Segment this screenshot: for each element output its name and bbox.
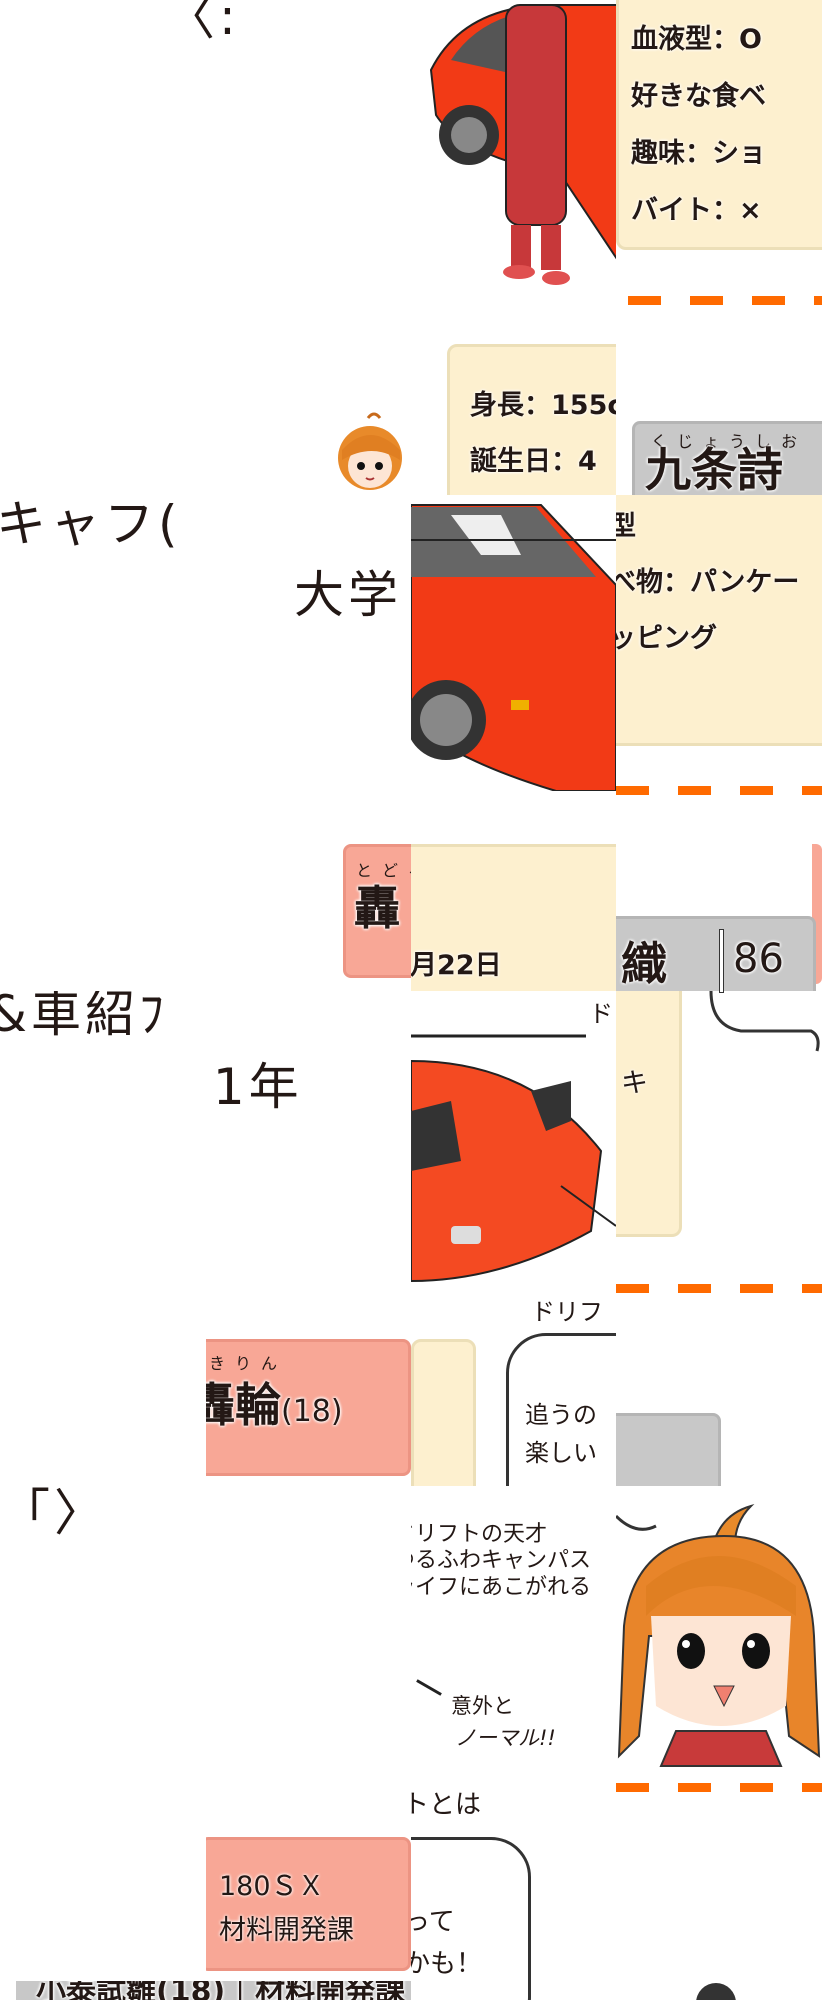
character-age: (18) [281,1394,343,1429]
profile-card: 血液型：O 好きな食ベ 趣味：ショ バイト：× [616,0,822,250]
bubble-line: って [411,1907,455,1937]
label-text: ド [589,1000,613,1028]
caption-short: 意外と ノーマル!! [451,1691,556,1754]
profile-card-fragment: 月22日 [411,844,616,1004]
name-box-edge [812,844,822,984]
character-name: 轟輪 [206,1378,281,1432]
drift-heading: ドリフ [531,1298,603,1326]
strip-text: 小泰試雛(18)｜材料開発課 [36,1981,406,2000]
caption-line: ノーマル!! [455,1725,556,1750]
dashed-divider [628,296,822,305]
furigana: くじょうしお [651,432,808,451]
caption-line: ドリフトの天才 [411,1522,548,1547]
car-with-character-illustration [429,4,616,285]
school-text: 大学 [294,566,402,624]
dashed-divider [616,1783,822,1792]
height-text: 身長：155cm [470,390,616,421]
profile-lines: 型 べ物：パンケー ッピング [616,499,799,667]
profile-line: 型 [616,511,636,542]
name-box: きりん 轟輪(18) [206,1339,411,1476]
caption-area: ドリフトの天才 ゆるふわキャンパス ライフにあこがれる 意外と ノーマル!! [411,1486,616,1786]
profile-line: べ物：パンケー [616,567,800,598]
hobby: 趣味：ショ [631,138,766,169]
chibi-character-icon [338,412,402,490]
furigana: きりん [209,1354,288,1373]
part-time-job: バイト：× [631,195,762,226]
profile-lines: 血液型：O 好きな食ベ 趣味：ショ バイト：× [631,11,766,239]
caption-line: ゆるふわキャンパス [411,1548,592,1574]
name-box: とどろ 轟 [343,844,411,978]
blood-type: 血液型：O [631,24,762,55]
caption-line: ライフにあこがれる [411,1574,592,1600]
column-2: 大学 とどろ 轟 :1年 きりん 轟輪(18) 180ＳＸ 材料開発課 [206,0,411,2000]
name-box: 織 86 [616,916,816,993]
back-chevron[interactable]: 〈: [165,0,240,46]
car-front-illustration [411,991,616,1288]
car-model: 86 [733,936,784,982]
caption-text: ドリフトの天才 ゆるふわキャンパス ライフにあこがれる [411,1522,591,1601]
character-hair-fragment [696,1983,736,2000]
character-name: 織 [621,937,667,991]
character-portrait [616,1486,822,1786]
car-model: 180ＳＸ [219,1871,325,1902]
title-text: &車紹ﾌ [0,991,168,1043]
bracket-fragment: 「〉 [0,1484,108,1542]
department: 材料開発課 [219,1915,354,1946]
name-line: 轟輪(18) [206,1382,343,1428]
profile-card-2: 型 べ物：パンケー ッピング [616,495,822,746]
speech-bubble: って かも！ [411,1837,531,2000]
column-4: 血液型：O 好きな食ベ 趣味：ショ バイト：× くじょうしお 九条詩 型 べ物：… [616,0,822,2000]
caption-line: 意外と [451,1694,514,1718]
name-box: くじょうしお 九条詩 [632,421,822,495]
bubble-text: って かも！ [411,1902,482,1985]
birthday-text: 月22日 [411,950,502,981]
character-name: 轟 [354,881,400,935]
dashed-divider [616,786,822,795]
dashed-divider [616,1284,822,1293]
bubble-line: かも！ [411,1948,483,1979]
bubble-text: 追うの 楽しい [525,1396,597,1473]
card-fragment: キ [616,991,682,1237]
section-title-fragment: キャフ( [0,495,206,565]
grade-text: :1年 [206,1058,303,1116]
section-title-fragment: &車紹ﾌ [0,991,206,1051]
profile-card: 身長：155cm 誕生日：4 [447,344,616,514]
bubble-line: 楽しい [525,1439,597,1468]
birthday-text: 誕生日：4 [470,446,597,477]
label-text: キ [621,1068,648,1099]
info-box: 180ＳＸ 材料開発課 [206,1837,411,1971]
profile-line: ッピング [616,623,717,654]
card-fragment [411,1339,476,1499]
character-name: 九条詩 [645,443,783,497]
car-hood-illustration [411,495,616,791]
pointer-line [416,1679,442,1696]
bubble-line: 追うの [525,1401,597,1429]
bottom-name-strip: 小泰試雛(18)｜材料開発課 [16,1981,516,2000]
drift-heading-2: トとは [411,1790,482,1820]
speech-bubble-outline [709,991,820,1052]
separator [719,929,724,993]
furigana: とどろ [356,861,411,880]
title-text: キャフ( [0,495,182,553]
column-3: 身長：155cm 誕生日：4 月22日 ド ドリフ 追うの 楽しい ドリフトの天… [411,0,616,2000]
favorite-food: 好きな食ベ [631,81,766,112]
